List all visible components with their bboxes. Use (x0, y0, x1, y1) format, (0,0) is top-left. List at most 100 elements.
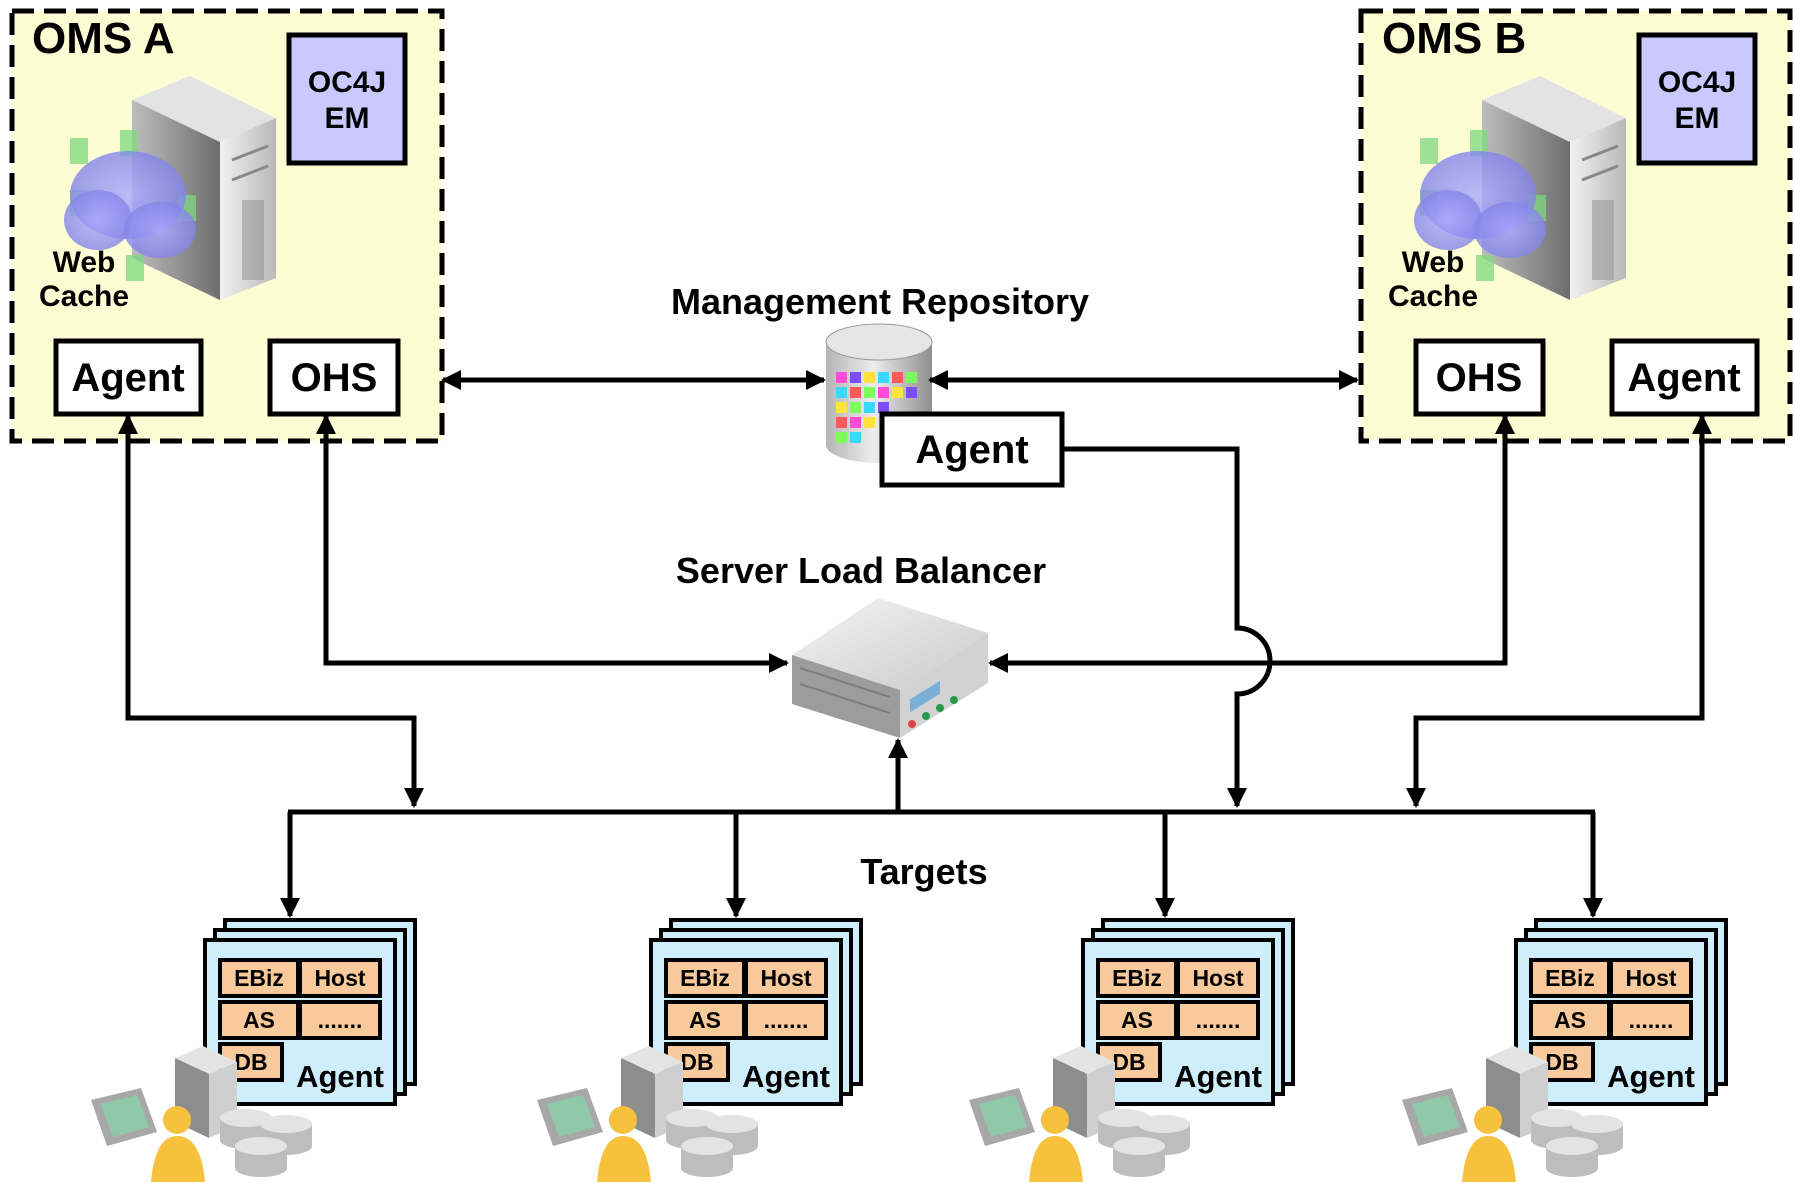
target-agent-label: Agent (1607, 1059, 1695, 1094)
target-more-label: ....... (318, 1007, 363, 1033)
oms-a-group: OMS A Web Cache OC4J EM Agent OHS (9, 8, 445, 444)
connector-ohs-b-slb (988, 414, 1515, 673)
user-body (1029, 1136, 1083, 1182)
db-cylinder-top-1 (1098, 1109, 1150, 1127)
oms-b-web-cache-cloud-icon (1414, 130, 1546, 281)
target-more-cell (1609, 1000, 1693, 1040)
workstation-user-database-icon (1402, 1046, 1623, 1182)
db-cylinder-top-1 (1531, 1109, 1583, 1127)
server-load-balancer-title: Server Load Balancer (676, 550, 1046, 591)
monitor-screen (547, 1095, 595, 1137)
user-body (151, 1136, 205, 1182)
target-as-label: AS (1554, 1007, 1586, 1033)
tower-top (1486, 1046, 1548, 1074)
workstation-user-database-icon (91, 1046, 312, 1182)
user-head (1474, 1106, 1502, 1134)
server-load-balancer-group: Server Load Balancer (676, 550, 1046, 738)
target-host-label: Host (1192, 965, 1243, 991)
oms-b-title: OMS B (1382, 14, 1526, 63)
monitor-screen (101, 1095, 149, 1137)
db-cylinder-top-2 (260, 1115, 312, 1133)
target-host-label: Host (1625, 965, 1676, 991)
oms-b-group: OMS B Web Cache OC4J EM OHS Agent (1358, 8, 1793, 444)
connector-ohs-a-slb (316, 414, 789, 673)
target-more-label: ....... (1629, 1007, 1674, 1033)
oms-a-ohs-label: OHS (291, 356, 378, 400)
target-as-cell (218, 1000, 300, 1040)
target-host-cell (298, 958, 382, 998)
tower-top (1053, 1046, 1115, 1074)
tower-top (175, 1046, 237, 1074)
oms-b-em-label: EM (1675, 102, 1720, 135)
oms-a-web-cache-cloud-icon (64, 130, 196, 281)
target-db-label: DB (1545, 1049, 1578, 1075)
load-balancer-appliance-icon (792, 598, 988, 738)
oms-a-title: OMS A (32, 14, 175, 63)
management-repository-group: Management Repository (671, 281, 1089, 488)
connector-agent-a-targets (118, 414, 424, 808)
user-head (1041, 1106, 1069, 1134)
workstation-user-database-icon (969, 1046, 1190, 1182)
db-cylinder-top-1 (666, 1109, 718, 1127)
connector-agent-b-targets (1406, 414, 1712, 808)
oms-b-agent-label: Agent (1627, 356, 1740, 400)
tower-top (621, 1046, 683, 1074)
target-more-cell (298, 1000, 382, 1040)
target-ebiz-cell (1529, 958, 1611, 998)
target-ebiz-label: EBiz (234, 965, 284, 991)
db-cylinder-top-1 (220, 1109, 272, 1127)
monitor-screen (1412, 1095, 1460, 1137)
oms-a-oc4j-box (286, 32, 408, 166)
user-head (609, 1106, 637, 1134)
target-more-label: ....... (1196, 1007, 1241, 1033)
user-body (1462, 1136, 1516, 1182)
oms-a-ohs-box (267, 338, 401, 417)
oms-a-oc4j-label: OC4J (308, 66, 386, 99)
target-more-label: ....... (764, 1007, 809, 1033)
target-ebiz-label: EBiz (680, 965, 730, 991)
oms-b-oc4j-box (1636, 32, 1758, 166)
db-cylinder-top-3 (1546, 1137, 1598, 1155)
targets-title: Targets (860, 851, 987, 892)
target-as-label: AS (689, 1007, 721, 1033)
target-agent-label: Agent (296, 1059, 384, 1094)
oms-a-em-label: EM (325, 102, 370, 135)
target-more-cell (1176, 1000, 1260, 1040)
oms-a-webcache-label-2: Cache (39, 280, 129, 313)
user-head (163, 1106, 191, 1134)
workstation-user-database-icon (537, 1046, 758, 1182)
target-ebiz-label: EBiz (1545, 965, 1595, 991)
target-host-label: Host (760, 965, 811, 991)
target-more-cell (744, 1000, 828, 1040)
user-body (597, 1136, 651, 1182)
connector-lines (118, 370, 1712, 918)
target-db-label: DB (1112, 1049, 1145, 1075)
monitor-screen (979, 1095, 1027, 1137)
target-db-label: DB (680, 1049, 713, 1075)
oms-b-agent-box (1609, 338, 1760, 417)
target-host-cell (1176, 958, 1260, 998)
oms-b-webcache-label-1: Web (1402, 246, 1465, 279)
target-host-label: Host (314, 965, 365, 991)
target-host-cell (1609, 958, 1693, 998)
target-ebiz-cell (664, 958, 746, 998)
oms-b-webcache-label-2: Cache (1388, 280, 1478, 313)
database-color-tiles (836, 372, 917, 443)
db-cylinder-top-3 (1113, 1137, 1165, 1155)
target-agent-label: Agent (1174, 1059, 1262, 1094)
oms-b-ohs-label: OHS (1436, 356, 1523, 400)
oms-a-agent-label: Agent (71, 356, 184, 400)
target-db-label: DB (234, 1049, 267, 1075)
target-as-label: AS (243, 1007, 275, 1033)
target-ebiz-cell (1096, 958, 1178, 998)
db-cylinder-top-2 (1138, 1115, 1190, 1133)
repository-agent-label: Agent (915, 428, 1028, 472)
oms-b-oc4j-label: OC4J (1658, 66, 1736, 99)
management-repository-title: Management Repository (671, 281, 1089, 322)
connector-repository-agent-targets (1062, 446, 1273, 808)
